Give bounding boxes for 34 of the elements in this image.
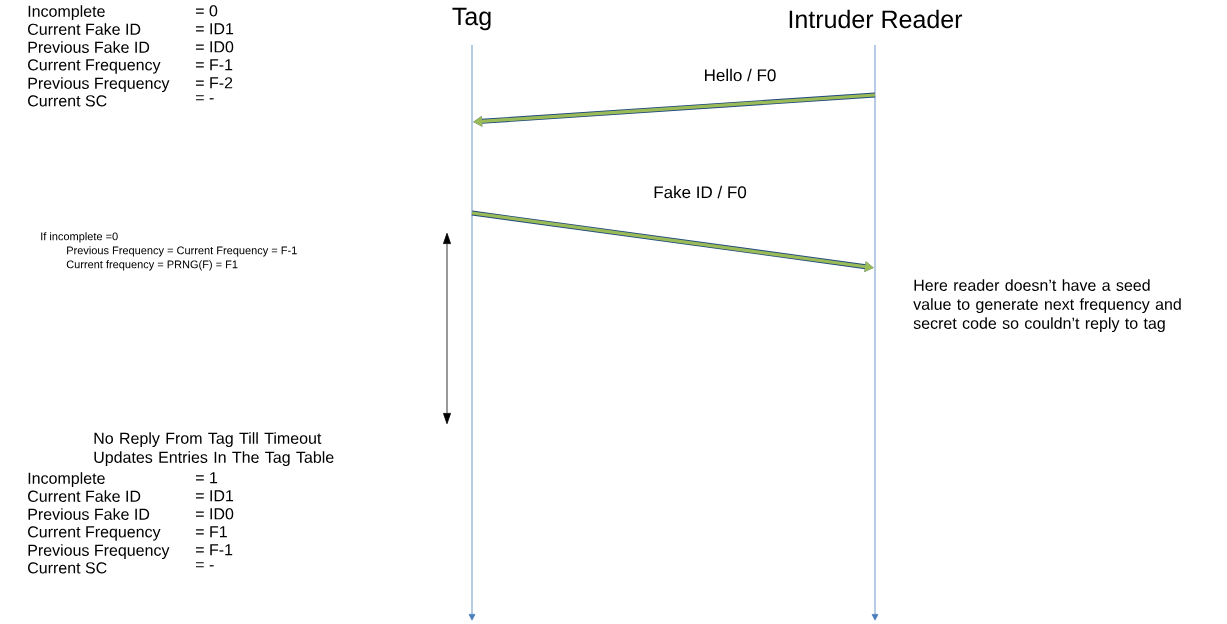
table-value: = ID0 [196,508,234,520]
table-label: Current Fake ID [28,23,141,35]
table-label: Current Frequency [28,526,161,541]
table-value: = F-1 [196,544,233,556]
table-label: Previous Fake ID [28,41,150,53]
table-label: Previous Frequency [28,77,170,93]
table-label: Previous Frequency [28,544,170,560]
table-value: = F1 [196,526,227,538]
table-value: = ID0 [196,41,234,53]
condition-text: Current frequency = PRNG(F) = F1 [66,260,238,271]
table-value: = F-2 [196,77,233,89]
node-label: Tag [452,7,491,31]
note-text: Here reader doesn’t have a seed value to generate next frequency and secret code so couldn’t reply to tag [913,279,1181,333]
edge-label: Hello / F0 [702,67,778,83]
table-label: Previous Fake ID [28,508,150,520]
table-value: = ID1 [196,490,234,502]
lifeline: Tag [452,7,491,621]
table-label: Current SC [28,95,107,107]
condition-text: If incomplete =0 [41,232,118,243]
table-value: = 1 [196,472,218,484]
condition-text: Previous Frequency = Current Frequency = F-1 [67,246,297,257]
table-value: = 0 [196,5,218,17]
table-label: Current Frequency [28,59,161,74]
edge-label: Fake ID / F0 [652,184,748,200]
table-label: Incomplete [28,472,105,488]
table-value: = - [196,562,214,568]
table-label: Current Fake ID [28,490,141,502]
table-value: = ID1 [196,23,234,35]
table-label: Incomplete [28,5,105,21]
node-label: Intruder Reader [789,9,963,29]
note-text: No Reply From Tag Till Timeout Updates Entries In The Tag Table [94,432,334,467]
table-value: = - [196,95,214,101]
table-label: Current SC [28,562,107,574]
table-value: = F-1 [196,59,233,71]
